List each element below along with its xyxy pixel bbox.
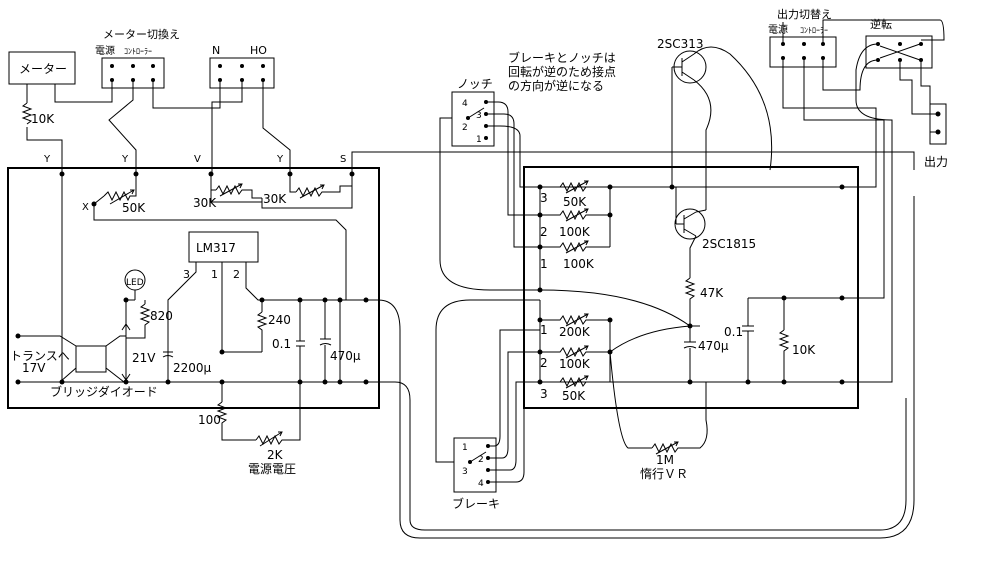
svg-text:3: 3 (476, 111, 482, 121)
meter-label: メーター (19, 62, 67, 76)
note-line2: 回転が逆のため接点 (508, 64, 616, 79)
term-s: S (340, 154, 346, 165)
c-470-right-label: 470μ (698, 339, 729, 353)
vr-2k-caption: 電源電圧 (248, 462, 296, 476)
meter-switch-title: メーター切換え (103, 28, 180, 41)
vr1-label: 50K (122, 201, 146, 215)
pin2-label: 2 (233, 268, 240, 281)
left-board (7, 167, 380, 409)
output-label: 出力 (924, 155, 948, 169)
svg-text:100K: 100K (559, 357, 591, 371)
lm317-regulator: LM317 (188, 231, 259, 263)
meter-switch-pos1: 電源 (95, 44, 115, 57)
term-y3: Y (276, 154, 284, 165)
svg-text:3: 3 (540, 387, 548, 401)
svg-text:2: 2 (478, 455, 484, 465)
s-rail-wiring (351, 151, 915, 539)
vr2-label: 30K (193, 196, 217, 210)
left-vr-network (61, 174, 353, 382)
bridge-label: ブリッジダイオード (50, 384, 158, 399)
right-board-junctions (537, 184, 845, 385)
output-switch (769, 36, 837, 68)
output-switch-title: 出力切替え (777, 7, 832, 21)
c-01-right-label: 0.1 (724, 325, 743, 339)
notch-contacts: 4 3 2 1 (462, 99, 488, 145)
vr-2k-label: 2K (267, 448, 284, 462)
svg-text:1: 1 (476, 135, 482, 145)
svg-text:2: 2 (540, 225, 548, 239)
vr-coast-label: 惰行ＶＲ (640, 467, 688, 481)
note-line1: ブレーキとノッチは (508, 50, 616, 65)
meter-resistor-label: 10K (31, 112, 55, 126)
term-y2: Y (121, 154, 129, 165)
v21-label: 21V (132, 351, 156, 365)
t1-label: 2SC313 (657, 37, 704, 51)
brake-contacts: 1 3 2 4 (462, 443, 490, 489)
regulator-label: LM317 (196, 241, 236, 255)
svg-text:1: 1 (540, 257, 548, 271)
output-switch-pos1: 電源 (768, 23, 788, 36)
meter-switch-ho: HO (250, 44, 267, 57)
term-v: V (194, 154, 201, 165)
led-label: LED (126, 278, 144, 288)
meter-switch-n: N (212, 44, 220, 57)
meter-switch-b-contacts (218, 64, 265, 82)
t2-label: 2SC1815 (702, 237, 756, 251)
trans-label: トランスへ (10, 349, 70, 363)
brake-wiring (435, 299, 540, 483)
svg-text:200K: 200K (559, 325, 591, 339)
output-switch-pos2: ｺﾝﾄﾛｰﾗｰ (800, 26, 828, 35)
reverse-switch (865, 35, 933, 69)
svg-text:2: 2 (540, 356, 548, 370)
notch-wiring (439, 101, 540, 291)
note-line3: の方向が逆になる (508, 78, 604, 93)
meter-wiring (21, 80, 291, 172)
right-board (523, 166, 859, 409)
notch-title: ノッチ (457, 77, 493, 91)
pin3-label: 3 (183, 268, 190, 281)
r-47k-label: 47K (700, 286, 724, 300)
right-board-labels: 3 50K 2 100K 1 100K 1 200K 2 100K 3 50K (540, 191, 595, 403)
svg-text:1: 1 (462, 443, 468, 453)
transistor-2sc313 (671, 46, 773, 210)
left-board-junctions (15, 297, 369, 385)
r-100-label: 100 (198, 413, 221, 427)
output-wiring (782, 19, 945, 383)
svg-text:50K: 50K (562, 389, 586, 403)
svg-text:100K: 100K (563, 257, 595, 271)
meter-switch-pos2: ｺﾝﾄﾛｰﾗｰ (124, 47, 152, 56)
term-x: X (82, 202, 89, 213)
c-01-label: 0.1 (272, 337, 291, 351)
svg-text:3: 3 (462, 467, 468, 477)
svg-text:4: 4 (462, 99, 468, 109)
reverse-title: 逆転 (870, 17, 892, 31)
left-board-wiring (18, 204, 378, 447)
trans-volt-label: 17V (22, 361, 46, 375)
svg-text:2: 2 (462, 123, 468, 133)
svg-text:100K: 100K (559, 225, 591, 239)
brake-title: ブレーキ (452, 496, 500, 511)
term-y1: Y (43, 154, 51, 165)
vr3-label: 30K (263, 192, 287, 206)
right-board-wiring (539, 277, 850, 455)
svg-text:50K: 50K (563, 195, 587, 209)
transistor-2sc1815 (674, 187, 707, 278)
r-240-label: 240 (268, 313, 291, 327)
pin1-label: 1 (211, 268, 218, 281)
brake-resistor-bank (539, 300, 611, 389)
r-10k-label: 10K (792, 343, 816, 357)
c-470-label: 470μ (330, 349, 361, 363)
meter: メーター (8, 51, 76, 85)
c-2200-label: 2200μ (173, 361, 212, 375)
vr-1m-label: 1M (656, 453, 674, 467)
svg-text:1: 1 (540, 323, 548, 337)
output-terminal (929, 103, 947, 145)
svg-text:3: 3 (540, 191, 548, 205)
svg-text:4: 4 (478, 479, 484, 489)
r-led-label: 820 (150, 309, 173, 323)
